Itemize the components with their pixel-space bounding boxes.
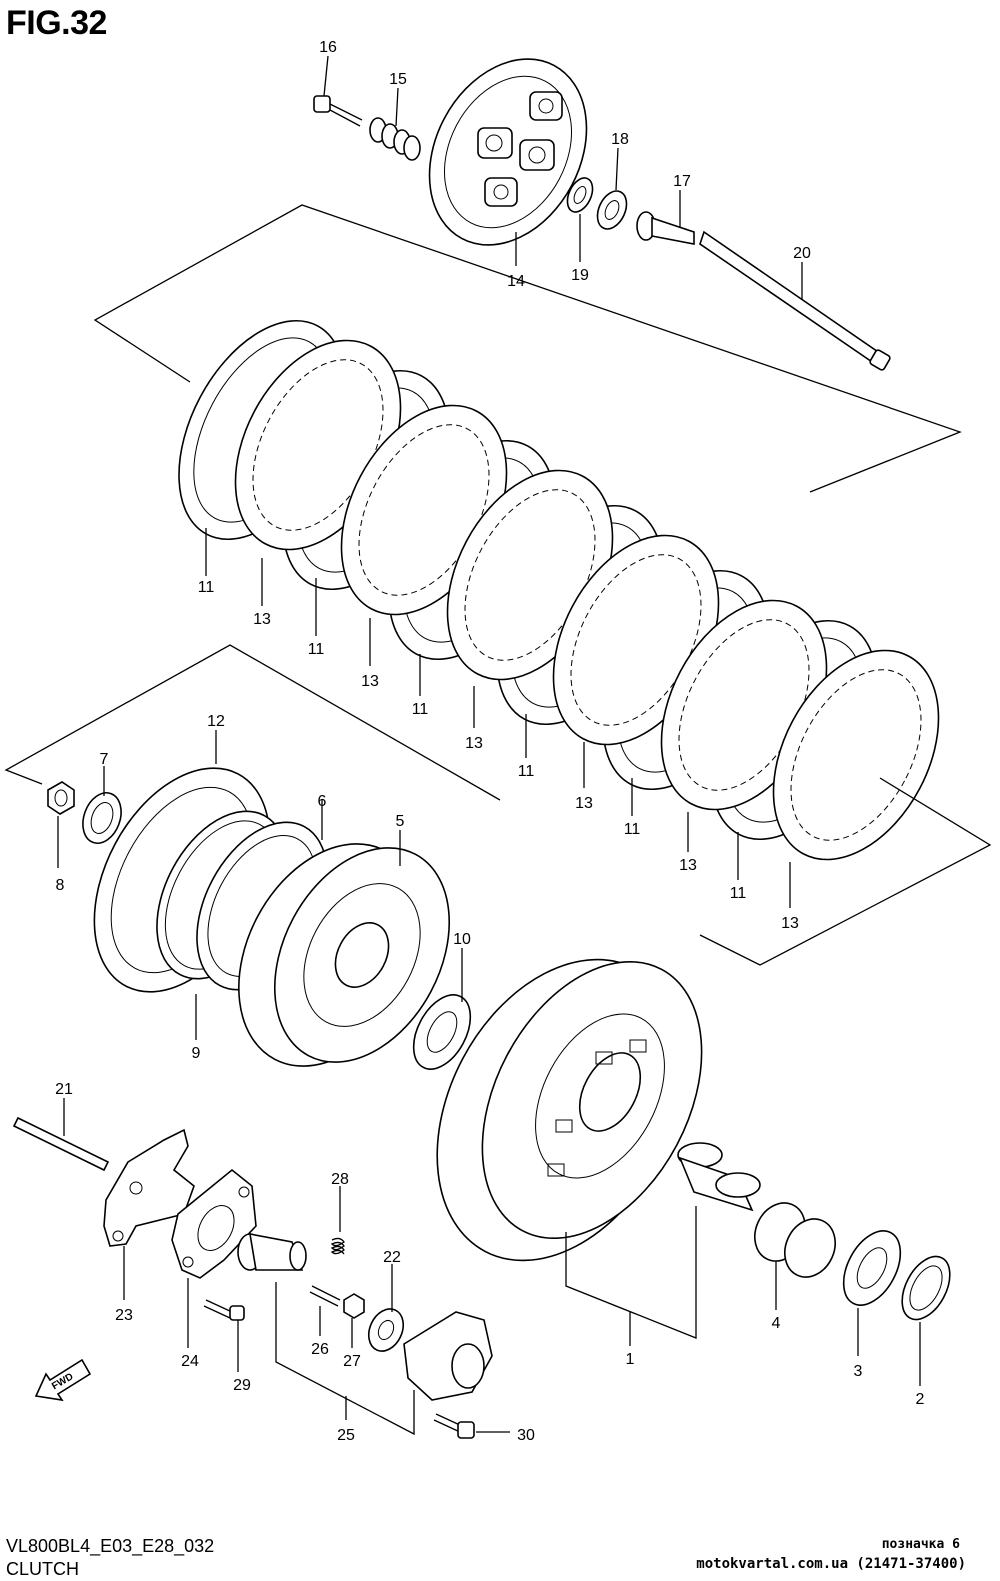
callout-11f: 11 xyxy=(730,885,747,902)
callout-18: 18 xyxy=(611,131,629,148)
bearing-18 xyxy=(596,190,628,230)
plate-stack-bracket-lower xyxy=(4,644,501,801)
callout-15: 15 xyxy=(389,71,407,88)
diagram-caption: CLUTCH xyxy=(6,1559,80,1579)
callout-4: 4 xyxy=(772,1315,781,1332)
ring-2 xyxy=(901,1255,951,1321)
spacer-bushing-sleeve xyxy=(677,1142,761,1212)
plate-stack-bracket-upper xyxy=(93,204,962,493)
callout-25: 25 xyxy=(337,1427,355,1444)
callout-19: 19 xyxy=(571,267,589,284)
model-code: VL800BL4_E03_E28_032 xyxy=(6,1536,215,1556)
callout-10: 10 xyxy=(453,931,471,948)
bearing-22 xyxy=(367,1308,405,1352)
bolt-30 xyxy=(433,1413,475,1439)
washer-19 xyxy=(566,177,594,213)
callout-11b: 11 xyxy=(308,641,325,658)
callout-13d: 13 xyxy=(575,795,593,812)
callout-9: 9 xyxy=(192,1045,201,1062)
plate-stack-bracket-lower-right xyxy=(699,777,992,966)
pushrod-20 xyxy=(699,230,891,371)
callout-3: 3 xyxy=(854,1363,863,1380)
source-line: motokvartal.com.ua (21471-37400) xyxy=(696,1556,966,1572)
callout-28: 28 xyxy=(331,1171,349,1188)
callout-29: 29 xyxy=(233,1377,251,1394)
figure-title: FIG.32 xyxy=(6,4,107,42)
callout-11e: 11 xyxy=(624,821,641,838)
clutch-sleeve-hub-5 xyxy=(238,843,451,1067)
bolt-16 xyxy=(313,95,363,127)
needle-bearing-4 xyxy=(754,1202,836,1278)
callout-labels: 16 15 14 19 18 17 20 11 13 11 13 11 13 1… xyxy=(55,39,924,1444)
callout-13c: 13 xyxy=(465,735,483,752)
primary-driven-gear-1 xyxy=(436,958,703,1262)
callout-24: 24 xyxy=(181,1353,199,1370)
callout-20: 20 xyxy=(793,245,811,262)
spring-15 xyxy=(369,117,421,161)
callout-23: 23 xyxy=(115,1307,133,1324)
nut-8 xyxy=(47,781,75,815)
pressure-plate-14 xyxy=(428,58,588,246)
callout-22: 22 xyxy=(383,1249,401,1266)
thrust-washer-10 xyxy=(412,994,472,1070)
callout-5: 5 xyxy=(396,813,405,830)
callout-12: 12 xyxy=(207,713,225,730)
callout-16: 16 xyxy=(319,39,337,56)
gasket-plate-24 xyxy=(171,1168,257,1279)
callout-2: 2 xyxy=(916,1391,925,1408)
release-cam-25 xyxy=(237,1232,307,1271)
callout-11a: 11 xyxy=(198,579,215,596)
bolt-29 xyxy=(203,1299,245,1321)
callout-21: 21 xyxy=(55,1081,73,1098)
callout-14: 14 xyxy=(507,273,525,290)
nut-27 xyxy=(343,1293,365,1319)
rod-21 xyxy=(12,1116,110,1172)
callout-17: 17 xyxy=(673,173,691,190)
callout-6: 6 xyxy=(318,793,327,810)
callout-26: 26 xyxy=(311,1341,329,1358)
callout-11d: 11 xyxy=(518,763,535,780)
clutch-plate-stack xyxy=(178,319,940,861)
callout-13a: 13 xyxy=(253,611,271,628)
callout-7: 7 xyxy=(100,751,109,768)
callout-30: 30 xyxy=(517,1427,535,1444)
reference-note: позначка 6 xyxy=(881,1537,960,1552)
callout-13f: 13 xyxy=(781,915,799,932)
leader-lines xyxy=(57,55,921,1436)
pushrod-piece-17 xyxy=(636,211,695,245)
spring-28 xyxy=(330,1237,345,1255)
callout-8: 8 xyxy=(56,877,65,894)
callout-11c: 11 xyxy=(412,701,429,718)
fwd-arrow-icon: FWD xyxy=(34,1358,92,1402)
callout-13b: 13 xyxy=(361,673,379,690)
release-cover xyxy=(403,1311,493,1401)
washer-3 xyxy=(842,1230,902,1306)
callout-27: 27 xyxy=(343,1353,361,1370)
washer-7 xyxy=(82,792,122,844)
adjusting-screw-26 xyxy=(309,1285,341,1307)
callout-13e: 13 xyxy=(679,857,697,874)
callout-1: 1 xyxy=(626,1351,635,1368)
